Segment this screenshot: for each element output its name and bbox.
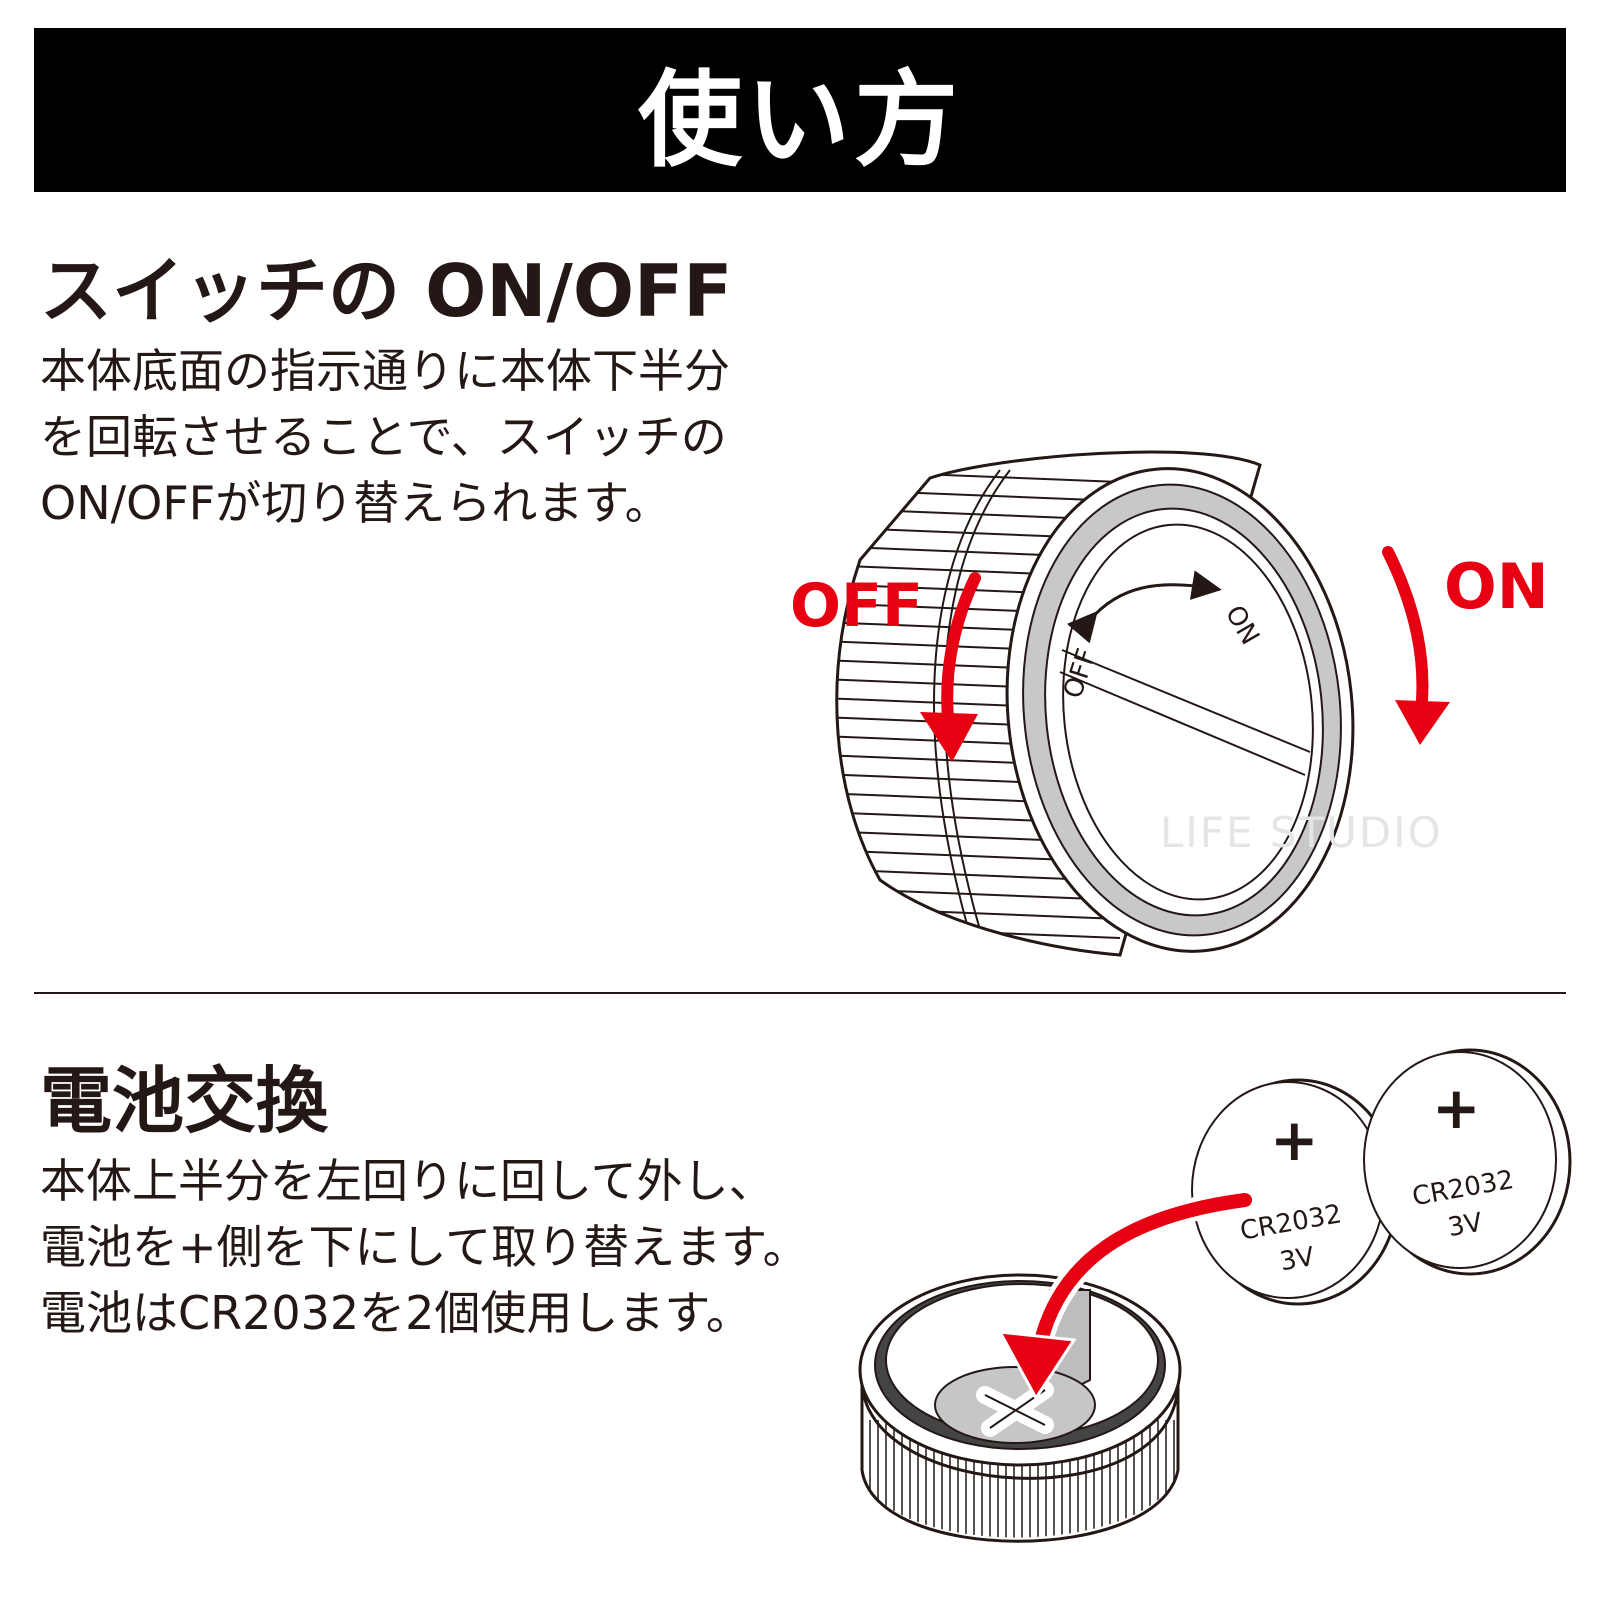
battery-section-title: 電池交換 <box>40 1059 329 1143</box>
battery-section-description: 本体上半分を左回りに回して外し、 電池を+側を下にして取り替えます。 電池はCR… <box>40 1148 809 1346</box>
battery-voltage-label: 3V <box>1278 1242 1317 1278</box>
switch-desc-line-2: を回転させることで、スイッチの <box>40 410 727 464</box>
coin-battery-back: + CR2032 3V <box>1363 1048 1572 1276</box>
switch-section-description: 本体底面の指示通りに本体下半分 を回転させることで、スイッチの ON/OFFが切… <box>40 338 730 536</box>
on-red-arrow-head <box>1395 700 1450 745</box>
coin-battery-front: + CR2032 3V <box>1191 1078 1400 1306</box>
battery-desc-line-2: 電池を+側を下にして取り替えます。 <box>40 1220 809 1274</box>
battery-plus-sign: + <box>1432 1074 1481 1142</box>
battery-voltage-label: 3V <box>1446 1208 1485 1244</box>
page-title: 使い方 <box>637 58 962 181</box>
dial-rotation-arrow <box>1066 570 1222 644</box>
off-red-arrow <box>941 572 981 724</box>
off-red-arrow-head <box>920 712 978 762</box>
battery-base <box>858 1273 1182 1543</box>
dial-slot-line <box>1061 649 1311 753</box>
battery-plus-sign: + <box>1270 1106 1319 1174</box>
watermark: LIFE STUDIO <box>1160 808 1443 857</box>
switch-desc-line-3: ON/OFFが切り替えられます。 <box>40 476 671 530</box>
off-label: OFF <box>790 571 923 641</box>
on-label: ON <box>1444 550 1549 623</box>
switch-section-title: スイッチの ON/OFF <box>40 249 733 333</box>
insert-red-arrow-head <box>997 1330 1077 1401</box>
battery-desc-line-1: 本体上半分を左回りに回して外し、 <box>40 1154 775 1208</box>
on-red-arrow <box>1382 546 1429 706</box>
switch-desc-line-1: 本体底面の指示通りに本体下半分 <box>40 344 730 398</box>
insert-red-arrow-line <box>1033 1193 1252 1352</box>
section-divider <box>34 992 1566 994</box>
dial-slot-line <box>1059 671 1306 776</box>
header-banner: 使い方 <box>34 28 1566 192</box>
battery-desc-line-3: 電池はCR2032を2個使用します。 <box>40 1286 752 1340</box>
